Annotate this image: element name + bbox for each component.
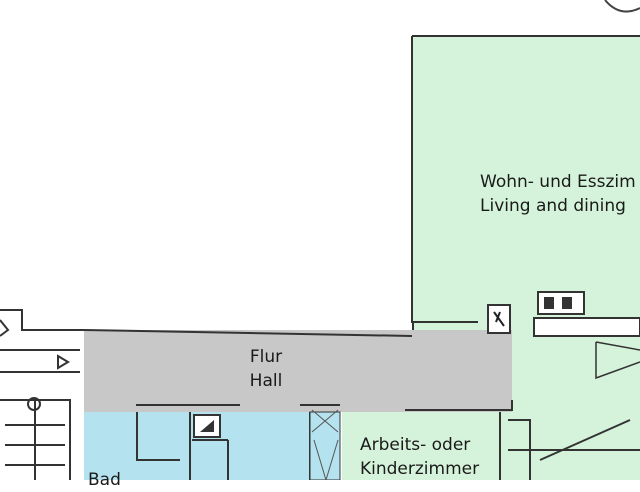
living-label-en: Living and dining — [480, 196, 626, 216]
bath-wall — [136, 412, 311, 480]
shaft — [309, 411, 341, 480]
hall-label-en: Hall — [249, 371, 283, 391]
hall-wall — [83, 329, 513, 411]
living-label-de: Wohn- und Esszim — [480, 172, 636, 192]
room-hall — [84, 330, 512, 412]
hall-label-de: Flur — [249, 347, 283, 367]
study-label-en: Kinderzimmer — [360, 459, 480, 479]
floor-plan — [0, 0, 640, 480]
room-study — [342, 412, 500, 480]
room-study-label: Arbeits- oder Kinderzimmer — [360, 433, 479, 481]
study-label-de: Arbeits- oder — [360, 435, 471, 455]
bath-label: Bad — [88, 470, 121, 490]
room-living-label: Wohn- und Esszim Living and dining — [480, 170, 636, 218]
stairs-icon — [0, 309, 84, 480]
room-hall-label: Flur Hall — [236, 345, 296, 393]
